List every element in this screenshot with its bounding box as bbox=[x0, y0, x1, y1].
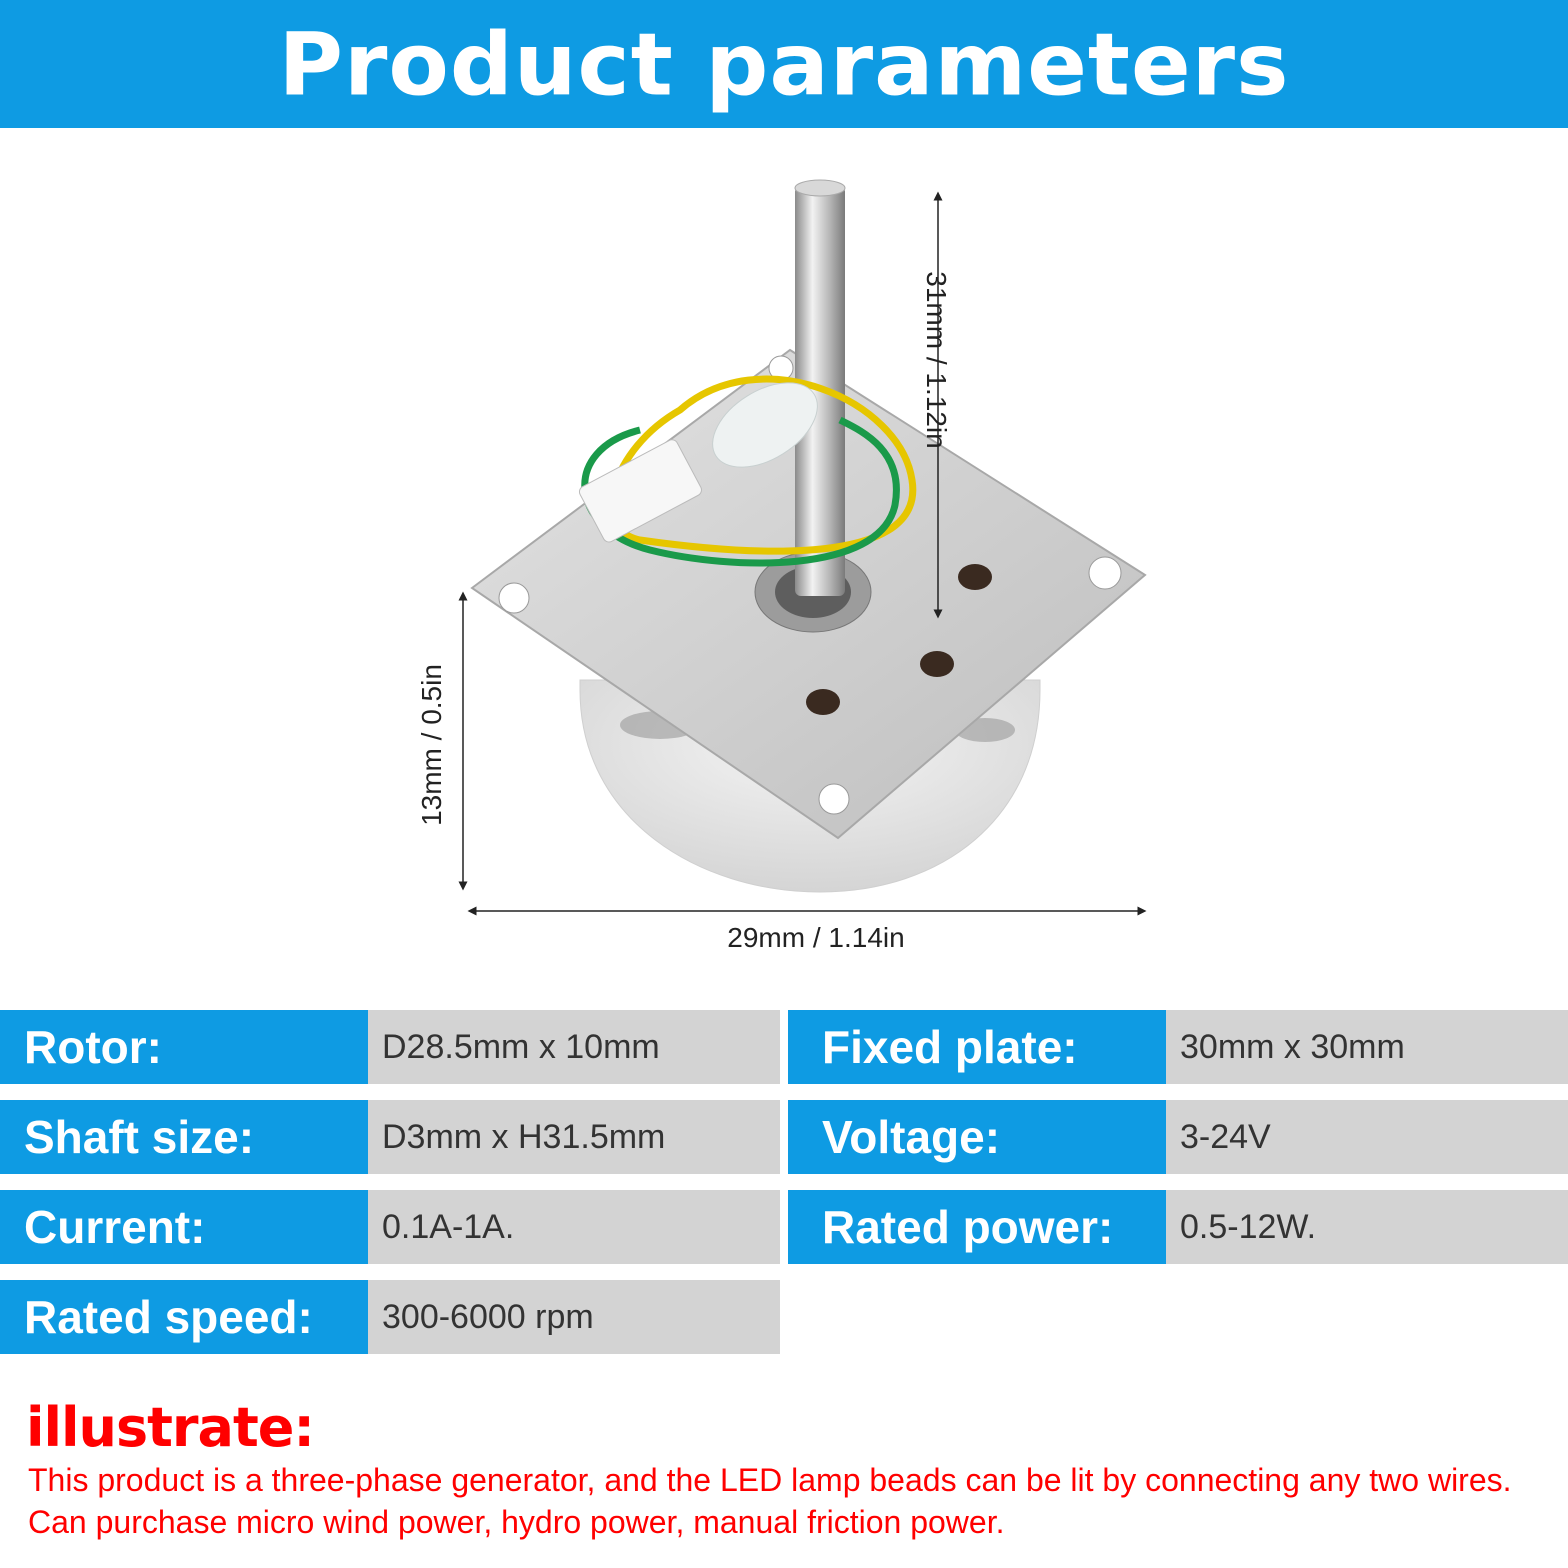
spec-label: Rated speed: bbox=[0, 1280, 368, 1354]
illustrate-text-line: This product is a three-phase generator,… bbox=[28, 1462, 1512, 1498]
product-illustration bbox=[0, 128, 1568, 1008]
spec-row-fixed-plate: Fixed plate: 30mm x 30mm bbox=[788, 1010, 1568, 1084]
illustrate-heading: illustrate: bbox=[26, 1396, 315, 1459]
width-dimension-label: 29mm / 1.14in bbox=[727, 922, 905, 953]
spec-label: Shaft size: bbox=[0, 1100, 368, 1174]
spec-label: Fixed plate: bbox=[788, 1010, 1166, 1084]
spec-value: D28.5mm x 10mm bbox=[368, 1010, 780, 1084]
header-banner: Product parameters bbox=[0, 0, 1568, 128]
spec-row-rated-speed: Rated speed: 300-6000 rpm bbox=[0, 1280, 780, 1354]
height-dimension-label: 31mm / 1.12in bbox=[921, 271, 952, 449]
spec-row-rated-power: Rated power: 0.5-12W. bbox=[788, 1190, 1568, 1264]
illustrate-text-line: Can purchase micro wind power, hydro pow… bbox=[28, 1504, 1005, 1540]
spec-value: 3-24V bbox=[1166, 1100, 1568, 1174]
generator-drawing bbox=[458, 179, 1147, 916]
led-bead bbox=[712, 382, 818, 468]
spec-row-current: Current: 0.1A-1A. bbox=[0, 1190, 780, 1264]
spec-label: Rated power: bbox=[788, 1190, 1166, 1264]
spec-row-shaft-size: Shaft size: D3mm x H31.5mm bbox=[0, 1100, 780, 1174]
spec-label: Current: bbox=[0, 1190, 368, 1264]
spec-row-voltage: Voltage: 3-24V bbox=[788, 1100, 1568, 1174]
spec-value: D3mm x H31.5mm bbox=[368, 1100, 780, 1174]
spec-label: Rotor: bbox=[0, 1010, 368, 1084]
spec-value: 30mm x 30mm bbox=[1166, 1010, 1568, 1084]
spec-label: Voltage: bbox=[788, 1100, 1166, 1174]
page-title: Product parameters bbox=[278, 13, 1290, 115]
spec-value: 0.5-12W. bbox=[1166, 1190, 1568, 1264]
spec-value: 0.1A-1A. bbox=[368, 1190, 780, 1264]
spec-row-rotor: Rotor: D28.5mm x 10mm bbox=[0, 1010, 780, 1084]
spec-value: 300-6000 rpm bbox=[368, 1280, 780, 1354]
rotor-height-dimension-label: 13mm / 0.5in bbox=[416, 664, 447, 826]
